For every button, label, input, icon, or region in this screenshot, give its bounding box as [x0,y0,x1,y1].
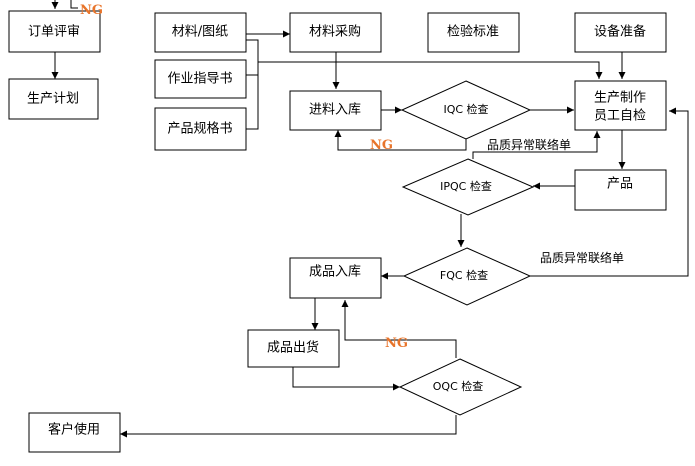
production-self-check-box: 生产制作 员工自检 [574,80,667,131]
ng-label-iqc: NG [370,138,393,153]
material-warehousing-box: 进料入库 [289,90,382,131]
work-instruction-label: 作业指导书 [167,72,232,87]
order-ng-line [70,0,78,9]
equipment-prep-label: 设备准备 [594,24,646,40]
product-spec-box: 产品规格书 [154,107,247,151]
material-drawing-label: 材料/图纸 [172,25,228,40]
production-plan-box: 生产计划 [8,78,99,120]
connectors [51,0,689,438]
order-review-label: 订单评审 [28,25,80,40]
customer-use-label: 客户使用 [48,422,100,438]
ng-label-order: NG [80,3,103,18]
quality-notice-upper: 品质异常联络单 [487,137,571,152]
ng-label-oqc: NG [385,336,408,351]
material-drawing-box: 材料/图纸 [154,12,247,53]
oqc-check-label: OQC 检查 [433,379,484,393]
production-label-line1: 生产制作 [594,91,646,106]
work-instruction-box: 作业指导书 [154,59,247,99]
equipment-prep-box: 设备准备 [574,12,667,53]
order-review-box: 订单评审 [8,10,101,53]
material-purchase-box: 材料采购 [289,12,382,53]
inspection-standard-box: 检验标准 [427,12,520,53]
product-label: 产品 [607,177,633,192]
arrow-docs-to-production [258,61,603,79]
product-spec-label: 产品规格书 [167,121,232,137]
arrow-ipqc-notice-to-production [472,131,601,159]
iqc-check-label: IQC 检查 [443,102,488,116]
iqc-check-diamond: IQC 检查 [400,80,532,140]
customer-use-box: 客户使用 [28,412,121,453]
material-purchase-label: 材料采购 [309,24,361,40]
production-plan-label: 生产计划 [27,92,79,107]
product-box: 产品 [574,169,667,211]
arrow-shipment-to-oqc [292,367,400,391]
production-label-line2: 员工自检 [594,109,646,124]
quality-notice-lower: 品质异常联络单 [540,250,624,265]
fqc-check-diamond: FQC 检查 [402,247,532,306]
documents-bracket [246,39,259,130]
finished-shipment-box: 成品出货 [247,329,340,368]
arrow-fqc-notice-to-production [530,107,689,277]
oqc-check-diamond: OQC 检查 [398,358,523,416]
ipqc-check-diamond: IPQC 检查 [401,158,535,216]
finished-warehousing-box: 成品入库 [289,257,382,299]
finished-warehousing-label: 成品入库 [309,264,361,280]
finished-shipment-label: 成品出货 [267,340,319,356]
ipqc-check-label: IPQC 检查 [440,179,492,193]
arrow-iqc-ng-return [334,130,467,151]
material-warehousing-label: 进料入库 [309,102,361,118]
fqc-check-label: FQC 检查 [440,268,488,282]
inspection-standard-label: 检验标准 [447,24,499,40]
arrow-oqc-ng-return [341,300,457,358]
arrow-oqc-to-customer [120,415,457,438]
